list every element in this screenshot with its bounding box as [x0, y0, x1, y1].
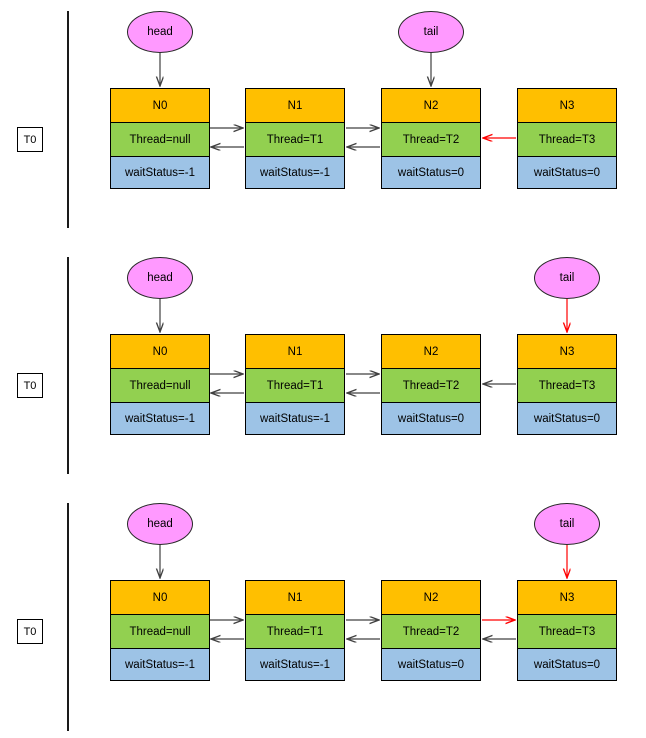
node-n0-title: N0: [111, 335, 209, 369]
node-n2[interactable]: N2 Thread=T2 waitStatus=0: [381, 580, 481, 681]
node-n1-wait: waitStatus=-1: [246, 649, 344, 680]
node-n0[interactable]: N0 Thread=null waitStatus=-1: [110, 88, 210, 189]
node-n0-wait: waitStatus=-1: [111, 403, 209, 434]
state-label-t0: T0: [17, 127, 43, 152]
pointer-head-label: head: [147, 518, 173, 530]
node-n3[interactable]: N3 Thread=T3 waitStatus=0: [517, 88, 617, 189]
node-n1-thread: Thread=T1: [246, 369, 344, 403]
node-n2-thread: Thread=T2: [382, 369, 480, 403]
node-n3-title: N3: [518, 89, 616, 123]
node-n0-thread: Thread=null: [111, 123, 209, 157]
row-divider: [67, 11, 69, 228]
node-n1[interactable]: N1 Thread=T1 waitStatus=-1: [245, 334, 345, 435]
pointer-tail-label: tail: [559, 272, 575, 284]
node-n2[interactable]: N2 Thread=T2 waitStatus=0: [381, 88, 481, 189]
state-label-t0: T0: [17, 373, 43, 398]
node-n3-thread: Thread=T3: [518, 615, 616, 649]
node-n2-wait: waitStatus=0: [382, 649, 480, 680]
node-n3-wait: waitStatus=0: [518, 403, 616, 434]
node-n1-thread: Thread=T1: [246, 615, 344, 649]
pointer-tail[interactable]: tail: [534, 503, 600, 545]
node-n2-title: N2: [382, 335, 480, 369]
pointer-head[interactable]: head: [127, 11, 193, 53]
node-n0[interactable]: N0 Thread=null waitStatus=-1: [110, 334, 210, 435]
node-n2-thread: Thread=T2: [382, 123, 480, 157]
pointer-tail[interactable]: tail: [398, 11, 464, 53]
node-n3-title: N3: [518, 335, 616, 369]
state-label-t0: T0: [17, 619, 43, 644]
state-row-1: T0 head tail N0 Thread=null waitStatus=-…: [0, 0, 646, 246]
state-row-2: T0 head tail N0 Thread=null waitStatus=-…: [0, 246, 646, 492]
pointer-head-label: head: [147, 26, 173, 38]
node-n1[interactable]: N1 Thread=T1 waitStatus=-1: [245, 88, 345, 189]
node-n0-wait: waitStatus=-1: [111, 649, 209, 680]
node-n1-thread: Thread=T1: [246, 123, 344, 157]
pointer-head-label: head: [147, 272, 173, 284]
node-n3-wait: waitStatus=0: [518, 649, 616, 680]
node-n0-thread: Thread=null: [111, 615, 209, 649]
node-n2-wait: waitStatus=0: [382, 403, 480, 434]
node-n1-title: N1: [246, 335, 344, 369]
node-n3[interactable]: N3 Thread=T3 waitStatus=0: [517, 580, 617, 681]
node-n2-wait: waitStatus=0: [382, 157, 480, 188]
node-n1-title: N1: [246, 581, 344, 615]
node-n1-title: N1: [246, 89, 344, 123]
node-n1-wait: waitStatus=-1: [246, 403, 344, 434]
pointer-tail-label: tail: [423, 26, 439, 38]
node-n3-thread: Thread=T3: [518, 123, 616, 157]
node-n2-title: N2: [382, 581, 480, 615]
node-n3-title: N3: [518, 581, 616, 615]
pointer-head[interactable]: head: [127, 503, 193, 545]
row-divider: [67, 503, 69, 731]
node-n2[interactable]: N2 Thread=T2 waitStatus=0: [381, 334, 481, 435]
node-n1-wait: waitStatus=-1: [246, 157, 344, 188]
node-n0-title: N0: [111, 89, 209, 123]
node-n2-title: N2: [382, 89, 480, 123]
state-row-3: T0 head tail N0 Thread=null waitStatus=-…: [0, 492, 646, 738]
node-n3-thread: Thread=T3: [518, 369, 616, 403]
pointer-head[interactable]: head: [127, 257, 193, 299]
node-n0-wait: waitStatus=-1: [111, 157, 209, 188]
node-n3-wait: waitStatus=0: [518, 157, 616, 188]
node-n0[interactable]: N0 Thread=null waitStatus=-1: [110, 580, 210, 681]
pointer-tail-label: tail: [559, 518, 575, 530]
node-n1[interactable]: N1 Thread=T1 waitStatus=-1: [245, 580, 345, 681]
row-divider: [67, 257, 69, 474]
node-n0-thread: Thread=null: [111, 369, 209, 403]
node-n0-title: N0: [111, 581, 209, 615]
pointer-tail[interactable]: tail: [534, 257, 600, 299]
node-n2-thread: Thread=T2: [382, 615, 480, 649]
node-n3[interactable]: N3 Thread=T3 waitStatus=0: [517, 334, 617, 435]
